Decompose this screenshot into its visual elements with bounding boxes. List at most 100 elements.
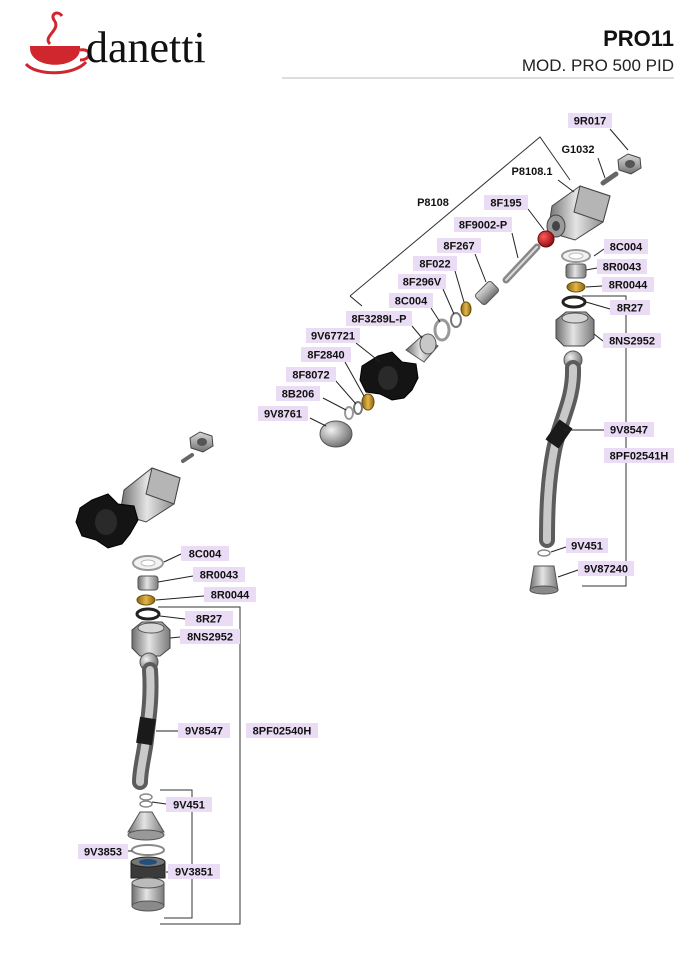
bracket-8pf02541h: [582, 295, 627, 587]
part-8r0043-r: [565, 263, 587, 279]
part-8f8072-ring: [353, 401, 363, 415]
part-9v3853-ring: [131, 844, 165, 856]
svg-text:8F267: 8F267: [443, 241, 474, 253]
label-8R27-right: 8R27: [610, 300, 650, 315]
part-9v451-r: [537, 549, 551, 557]
svg-text:9V3853: 9V3853: [84, 847, 122, 859]
label-8R0044-left: 8R0044: [204, 587, 256, 602]
part-g1032-screw: [600, 171, 619, 186]
left-valve-assembly: [75, 431, 214, 912]
svg-text:9V451: 9V451: [173, 800, 205, 812]
label-8R0044-right: 8R0044: [602, 277, 654, 292]
label-8F296V: 8F296V: [398, 274, 446, 289]
brand-logo: danetti: [24, 11, 206, 75]
right-valve-assembly: [319, 153, 642, 595]
part-8f2840-nut: [361, 393, 375, 411]
label-8F267: 8F267: [437, 238, 481, 253]
svg-text:8R0044: 8R0044: [609, 280, 648, 292]
svg-text:9V3851: 9V3851: [175, 867, 213, 879]
label-8F9002-P: 8F9002-P: [454, 217, 512, 232]
svg-text:G1032: G1032: [561, 144, 594, 156]
svg-text:8R0043: 8R0043: [603, 262, 642, 274]
bracket-8pf02540h: [158, 606, 241, 925]
svg-text:8R27: 8R27: [196, 614, 222, 626]
svg-text:P8108: P8108: [417, 197, 449, 209]
bracket-p8108: [349, 136, 571, 297]
svg-text:8C004: 8C004: [189, 549, 222, 561]
brand-name: danetti: [86, 23, 206, 72]
label-9V67721: 9V67721: [306, 328, 360, 343]
svg-text:8F195: 8F195: [490, 198, 521, 210]
svg-text:8F2840: 8F2840: [307, 350, 344, 362]
part-8f3289lp-bushing: [405, 333, 439, 363]
part-8ns2952-nut-l: [131, 621, 171, 657]
bracket-tip-assembly: [160, 789, 193, 919]
svg-text:9V451: 9V451: [571, 541, 603, 553]
label-9V8761: 9V8761: [258, 406, 308, 421]
part-9v3851-aerator: [130, 856, 166, 879]
svg-text:8PF02541H: 8PF02541H: [610, 451, 669, 463]
label-8F195: 8F195: [484, 195, 528, 210]
wand-grip-r: [545, 419, 573, 449]
svg-text:8C004: 8C004: [395, 296, 428, 308]
part-labels: 9R017 G1032 P8108.1 P8108 8F195 8F9002-P…: [78, 113, 674, 879]
label-8C004-top: 8C004: [389, 293, 433, 308]
part-8c004-washer: [433, 318, 451, 342]
part-8f296v-oring: [450, 312, 462, 328]
model-code: PRO11: [603, 26, 674, 51]
label-8R27-left: 8R27: [185, 611, 233, 626]
leader-lines: [128, 128, 629, 925]
svg-text:8NS2952: 8NS2952: [609, 336, 655, 348]
svg-text:9V67721: 9V67721: [311, 331, 355, 343]
label-P8108-1: P8108.1: [512, 166, 553, 178]
part-8r0043-l: [137, 575, 159, 591]
label-8C004-right: 8C004: [604, 239, 648, 254]
label-8NS2952-right: 8NS2952: [603, 333, 661, 348]
part-8f267-spring: [475, 281, 499, 305]
svg-text:9R017: 9R017: [574, 116, 606, 128]
part-8f022-brass: [460, 301, 472, 317]
label-8F3289L-P: 8F3289L-P: [346, 311, 412, 326]
part-8b206-ring: [344, 406, 354, 420]
svg-text:9V8761: 9V8761: [264, 409, 302, 421]
label-8B206: 8B206: [276, 386, 320, 401]
svg-text:8C004: 8C004: [610, 242, 643, 254]
svg-text:8R0043: 8R0043: [200, 570, 239, 582]
svg-text:8F022: 8F022: [419, 259, 450, 271]
part-8r0044-r: [566, 281, 586, 293]
svg-text:9V87240: 9V87240: [584, 564, 628, 576]
wand-grip-l: [136, 716, 156, 746]
part-tip-l: [127, 811, 165, 833]
svg-text:8F9002-P: 8F9002-P: [459, 220, 507, 232]
svg-text:P8108.1: P8108.1: [512, 166, 553, 178]
label-8F8072: 8F8072: [286, 367, 336, 382]
part-9v8761-cap: [319, 420, 353, 448]
part-8f195-seal: [537, 230, 555, 248]
label-8NS2952-left: 8NS2952: [180, 629, 240, 644]
label-8F2840: 8F2840: [301, 347, 351, 362]
part-8r27-l: [135, 607, 161, 621]
cup-logo-icon: [24, 11, 91, 75]
label-8C004-left: 8C004: [181, 546, 229, 561]
label-8PF02541H: 8PF02541H: [604, 448, 674, 463]
label-9V3851: 9V3851: [168, 864, 220, 879]
label-8R0043-right: 8R0043: [597, 259, 647, 274]
label-9V451-right: 9V451: [566, 538, 608, 553]
model-name: MOD. PRO 500 PID: [522, 56, 674, 75]
svg-text:8R0044: 8R0044: [211, 590, 250, 602]
label-9V87240: 9V87240: [578, 561, 634, 576]
label-9R017: 9R017: [568, 113, 612, 128]
label-P8108: P8108: [417, 197, 449, 209]
svg-text:8R27: 8R27: [617, 303, 643, 315]
label-8R0043-left: 8R0043: [193, 567, 245, 582]
svg-text:8B206: 8B206: [282, 389, 314, 401]
svg-text:8NS2952: 8NS2952: [187, 632, 233, 644]
part-8ns2952-nut-r: [555, 311, 595, 347]
part-8r27-r: [561, 295, 587, 309]
svg-text:8F296V: 8F296V: [403, 277, 442, 289]
svg-text:8PF02540H: 8PF02540H: [253, 726, 312, 738]
label-8PF02540H: 8PF02540H: [246, 723, 318, 738]
label-8F022: 8F022: [413, 256, 457, 271]
label-9V8547-right: 9V8547: [604, 422, 654, 437]
